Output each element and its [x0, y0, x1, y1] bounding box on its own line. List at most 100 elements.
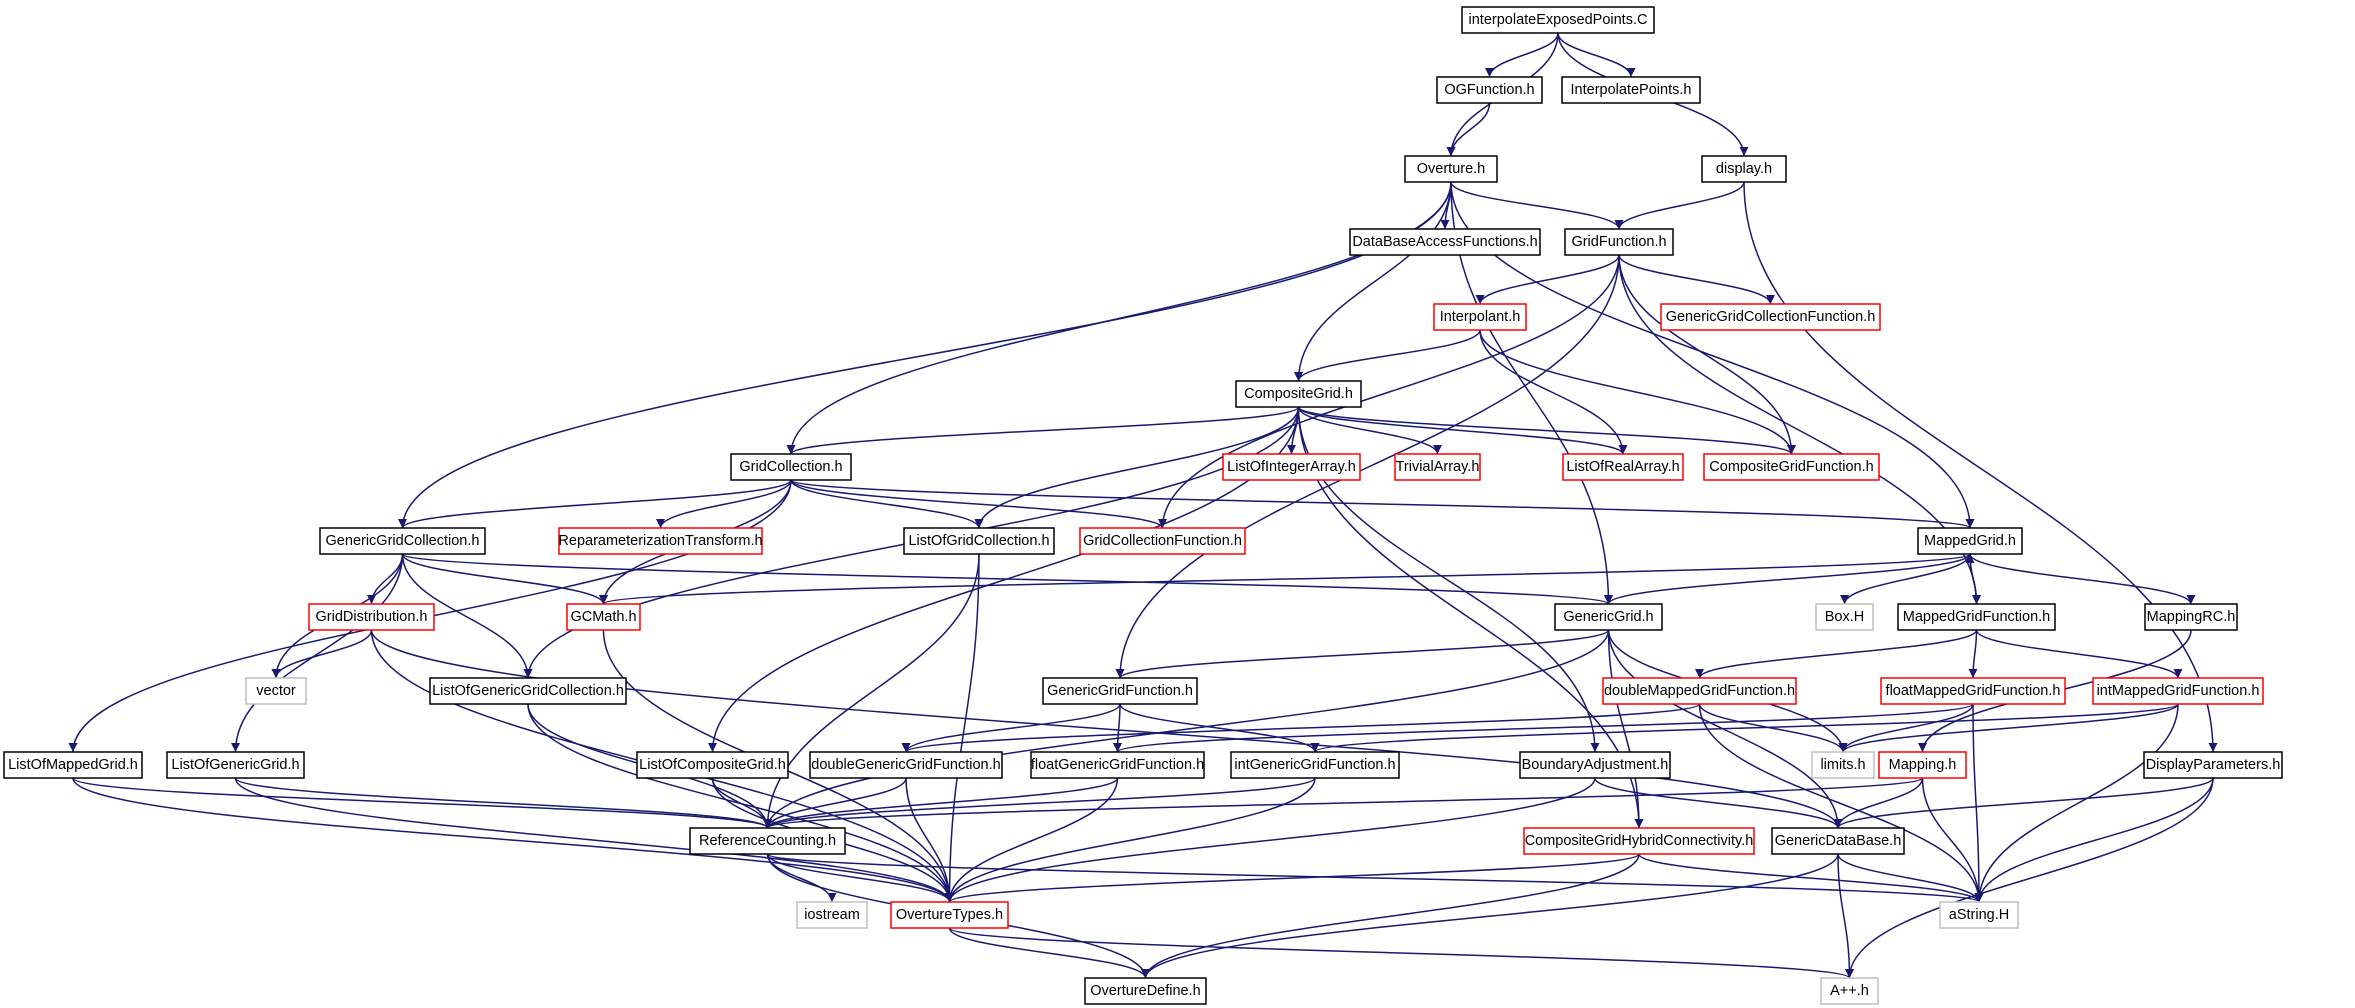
node-refcounting[interactable]: ReferenceCounting.h [689, 827, 846, 855]
node-cghybrid[interactable]: CompositeGridHybridConnectivity.h [1523, 827, 1755, 855]
node-gcfunction[interactable]: GridCollectionFunction.h [1079, 527, 1246, 555]
node-box-listofcompositegrid [636, 751, 789, 779]
node-fggfunction[interactable]: floatGenericGridFunction.h [1030, 751, 1205, 779]
edge-boundaryadj-to-overturetypes [945, 777, 1596, 903]
node-vector[interactable]: vector [245, 677, 307, 705]
edge-mgfunction-to-fmgfunction [1968, 629, 1978, 679]
edge-compositegrid-to-listofgridcollection [974, 406, 1300, 529]
node-boxh[interactable]: Box.H [1815, 603, 1874, 631]
node-label-fggfunction: floatGenericGridFunction.h [1031, 757, 1204, 773]
node-label-ggcfunction: GenericGridCollectionFunction.h [1666, 309, 1876, 325]
node-dbaccess[interactable]: DataBaseAccessFunctions.h [1349, 228, 1541, 256]
node-mappingrc[interactable]: MappingRC.h [2144, 603, 2238, 631]
node-overture[interactable]: Overture.h [1404, 155, 1498, 183]
node-listofggcollection[interactable]: ListOfGenericGridCollection.h [429, 677, 627, 705]
node-box-ggcfunction [1660, 303, 1881, 331]
node-listofintegerarray[interactable]: ListOfIntegerArray.h [1222, 453, 1361, 481]
node-ogfunction[interactable]: OGFunction.h [1436, 76, 1543, 104]
edge-ggfunction-to-fggfunction [1113, 703, 1123, 753]
node-mgfunction[interactable]: MappedGridFunction.h [1897, 603, 2056, 631]
edge-gridcollection-to-mappedgrid [790, 479, 1975, 529]
node-overturedefine[interactable]: OvertureDefine.h [1084, 977, 1207, 1005]
node-label-mgfunction: MappedGridFunction.h [1903, 609, 2051, 625]
node-fmgfunction[interactable]: floatMappedGridFunction.h [1880, 677, 2066, 705]
node-ggcfunction[interactable]: GenericGridCollectionFunction.h [1660, 303, 1881, 331]
node-box-mappingrc [2144, 603, 2238, 631]
node-cgfunction[interactable]: CompositeGridFunction.h [1703, 453, 1880, 481]
node-ggfunction[interactable]: GenericGridFunction.h [1042, 677, 1198, 705]
node-compositegrid[interactable]: CompositeGrid.h [1235, 380, 1362, 408]
node-overturetypes[interactable]: OvertureTypes.h [890, 901, 1009, 929]
edge-mapping-to-astring [1921, 777, 1984, 903]
node-gcmath[interactable]: GCMath.h [566, 603, 641, 631]
edge-dggfunction-to-refcounting [763, 777, 907, 829]
node-box-gcfunction [1079, 527, 1246, 555]
node-root[interactable]: interpolateExposedPoints.C [1461, 6, 1655, 34]
edge-genericgrid-to-cghybrid [1607, 629, 1644, 829]
edge-interpolant-to-compositegrid [1294, 329, 1481, 382]
node-display[interactable]: display.h [1701, 155, 1787, 183]
node-box-interpolatepoints [1561, 76, 1701, 104]
edge-gridcollection-to-reparam [656, 479, 792, 529]
node-label-displayparams: DisplayParameters.h [2146, 757, 2281, 773]
node-imgfunction[interactable]: intMappedGridFunction.h [2092, 677, 2264, 705]
node-listofcompositegrid[interactable]: ListOfCompositeGrid.h [636, 751, 789, 779]
node-griddistribution[interactable]: GridDistribution.h [308, 603, 435, 631]
node-displayparams[interactable]: DisplayParameters.h [2143, 751, 2283, 779]
node-genericdatabase[interactable]: GenericDataBase.h [1771, 827, 1905, 855]
node-interpolant[interactable]: Interpolant.h [1433, 303, 1527, 331]
node-box-ggcollection [319, 527, 486, 555]
node-box-cgfunction [1703, 453, 1880, 481]
node-label-astring: aString.H [1949, 907, 2009, 923]
node-mappedgrid[interactable]: MappedGrid.h [1917, 527, 2023, 555]
node-gridfunction[interactable]: GridFunction.h [1564, 228, 1674, 256]
node-dggfunction[interactable]: doubleGenericGridFunction.h [809, 751, 1003, 779]
node-label-listofintegerarray: ListOfIntegerArray.h [1227, 459, 1356, 475]
node-listofgenericgrid[interactable]: ListOfGenericGrid.h [166, 751, 305, 779]
node-label-dggfunction: doubleGenericGridFunction.h [811, 757, 1000, 773]
edge-mappedgrid-to-gcmath [599, 553, 1971, 605]
node-dmgfunction[interactable]: doubleMappedGridFunction.h [1602, 677, 1797, 705]
node-gridcollection[interactable]: GridCollection.h [730, 453, 852, 481]
node-box-boundaryadj [1519, 751, 1671, 779]
node-label-refcounting: ReferenceCounting.h [699, 833, 836, 849]
edge-compositegrid-to-trivialarray [1297, 406, 1442, 455]
node-box-gcmath [566, 603, 641, 631]
node-limits[interactable]: limits.h [1811, 751, 1875, 779]
node-box-gridcollection [730, 453, 852, 481]
edge-mappedgrid-to-boxh [1840, 553, 1971, 605]
node-trivialarray[interactable]: TrivialArray.h [1394, 453, 1481, 481]
node-listofmappedgrid[interactable]: ListOfMappedGrid.h [3, 751, 143, 779]
node-label-dmgfunction: doubleMappedGridFunction.h [1604, 683, 1795, 699]
edge-fggfunction-to-overturetypes [945, 777, 1119, 903]
node-label-display: display.h [1716, 161, 1772, 177]
node-astring[interactable]: aString.H [1939, 901, 2019, 929]
node-boundaryadj[interactable]: BoundaryAdjustment.h [1519, 751, 1671, 779]
node-box-fggfunction [1030, 751, 1205, 779]
node-box-astring [1939, 901, 2019, 929]
edge-fmgfunction-to-fggfunction [1113, 703, 1974, 753]
node-box-griddistribution [308, 603, 435, 631]
edge-compositegrid-to-cgfunction [1297, 406, 1796, 455]
node-label-listofmappedgrid: ListOfMappedGrid.h [8, 757, 138, 773]
edge-displayparams-to-astring [1974, 777, 2214, 903]
edge-overture-to-gridfunction [1450, 181, 1624, 230]
edge-ggfunction-to-iggfunction [1119, 703, 1320, 753]
node-box-cghybrid [1523, 827, 1755, 855]
node-iggfunction[interactable]: intGenericGridFunction.h [1230, 751, 1400, 779]
node-box-dmgfunction [1602, 677, 1797, 705]
node-label-listofggcollection: ListOfGenericGridCollection.h [432, 683, 624, 699]
node-iostream[interactable]: iostream [796, 901, 868, 929]
edge-displayparams-to-app [1845, 777, 2214, 979]
node-mapping[interactable]: Mapping.h [1878, 751, 1967, 779]
edge-listofgenericgrid-to-refcounting [234, 777, 772, 829]
node-genericgrid[interactable]: GenericGrid.h [1554, 603, 1663, 631]
node-listofrealarray[interactable]: ListOfRealArray.h [1562, 453, 1684, 481]
node-app[interactable]: A++.h [1820, 977, 1879, 1005]
node-box-mgfunction [1897, 603, 2056, 631]
node-ggcollection[interactable]: GenericGridCollection.h [319, 527, 486, 555]
node-reparam[interactable]: ReparameterizationTransform.h [558, 527, 763, 555]
node-listofgridcollection[interactable]: ListOfGridCollection.h [903, 527, 1055, 555]
node-interpolatepoints[interactable]: InterpolatePoints.h [1561, 76, 1701, 104]
